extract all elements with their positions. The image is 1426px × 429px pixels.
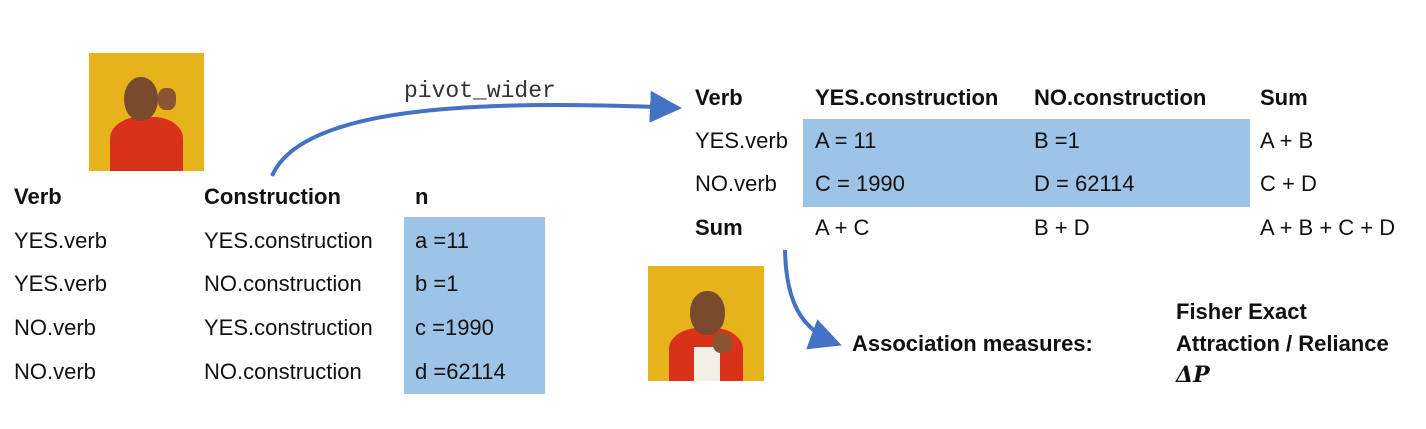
pivot-wider-label: pivot_wider xyxy=(404,78,556,104)
right-cell-b: B =1 xyxy=(1034,128,1080,153)
association-arrow xyxy=(783,249,842,350)
association-measures-label: Association measures: xyxy=(852,331,1093,356)
drake-rejecting-photo xyxy=(89,53,204,171)
left-cell-construction: YES.construction xyxy=(204,228,373,253)
measure-attraction-reliance: Attraction / Reliance xyxy=(1176,331,1389,356)
left-cell-verb: YES.verb xyxy=(14,228,107,253)
pivot-arrow xyxy=(270,90,682,177)
right-row-label-no-verb: NO.verb xyxy=(695,171,777,196)
right-header-no-construction: NO.construction xyxy=(1034,85,1207,110)
left-cell-verb: NO.verb xyxy=(14,315,96,340)
right-header-sum: Sum xyxy=(1260,85,1308,110)
left-n-shading xyxy=(404,217,545,394)
right-cell-row-sum: C + D xyxy=(1260,171,1317,196)
right-cell-col-sum: A + C xyxy=(815,215,870,240)
left-cell-n: d =62114 xyxy=(415,359,506,384)
right-cell-total: A + B + C + D xyxy=(1260,215,1396,240)
right-cells-shading xyxy=(803,119,1250,207)
right-cell-col-sum: B + D xyxy=(1034,215,1090,240)
left-cell-construction: YES.construction xyxy=(204,315,373,340)
left-cell-n: c =1990 xyxy=(415,315,494,340)
left-header-n: n xyxy=(415,184,429,209)
measure-delta-p: ΔP xyxy=(1176,362,1210,388)
left-header-verb: Verb xyxy=(14,184,62,209)
right-row-label-yes-verb: YES.verb xyxy=(695,128,788,153)
left-cell-verb: NO.verb xyxy=(14,359,96,384)
right-cell-row-sum: A + B xyxy=(1260,128,1314,153)
right-header-verb: Verb xyxy=(695,85,743,110)
right-cell-d: D = 62114 xyxy=(1034,171,1135,196)
right-cell-a: A = 11 xyxy=(815,128,877,153)
left-cell-n: a =11 xyxy=(415,228,470,253)
left-cell-verb: YES.verb xyxy=(14,271,107,296)
left-cell-construction: NO.construction xyxy=(204,359,362,384)
measure-fisher-exact: Fisher Exact xyxy=(1176,299,1307,324)
left-header-construction: Construction xyxy=(204,184,341,209)
left-cell-construction: NO.construction xyxy=(204,271,362,296)
right-row-label-sum: Sum xyxy=(695,215,743,240)
right-cell-c: C = 1990 xyxy=(815,171,905,196)
right-header-yes-construction: YES.construction xyxy=(815,85,999,110)
drake-approving-photo xyxy=(648,266,764,381)
left-cell-n: b =1 xyxy=(415,271,459,296)
